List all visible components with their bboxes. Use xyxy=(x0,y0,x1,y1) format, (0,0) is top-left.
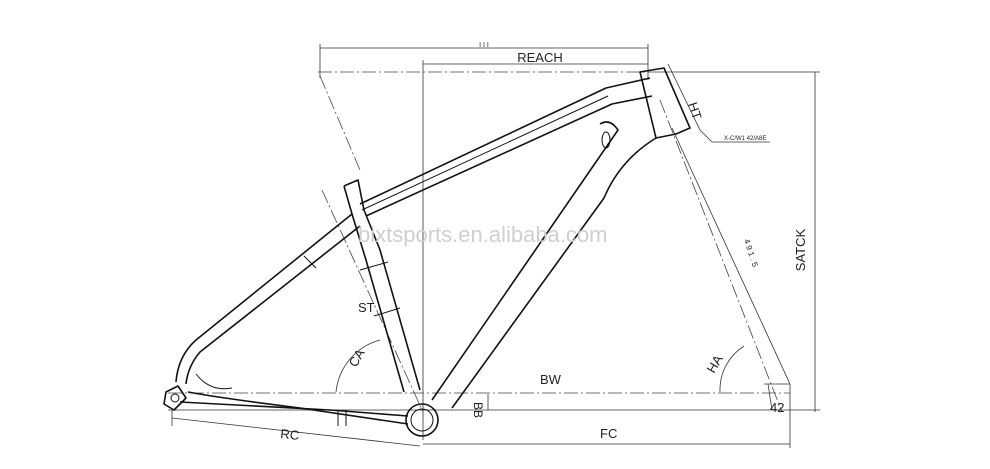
top-tube-upper xyxy=(359,77,651,205)
bottom-bracket-shell xyxy=(405,403,439,437)
ca-label: CA xyxy=(346,346,368,369)
seat-tube-front xyxy=(343,179,421,391)
seat-tube-rear xyxy=(343,185,405,393)
steering-axis xyxy=(659,99,783,413)
ha-angle-arc xyxy=(719,345,745,393)
stack-label: SATCK xyxy=(793,228,808,271)
bb-label: BB xyxy=(471,402,485,418)
ht-label: HT xyxy=(685,100,705,121)
bottom-bracket-inner xyxy=(410,408,434,432)
fork-length-line xyxy=(671,127,791,385)
seat-tube-axis xyxy=(321,189,424,413)
bw-label: BW xyxy=(540,372,562,387)
seat-stay-upper xyxy=(175,213,353,383)
seat-stay-lower xyxy=(185,225,361,385)
top-dimension-label: I I I xyxy=(479,42,489,49)
seat-tube-band-2 xyxy=(373,307,401,317)
ha-label: HA xyxy=(704,352,726,375)
rc-dimension-line xyxy=(171,417,421,447)
ca-angle-arc xyxy=(335,339,381,393)
headset-note-label: X-C/W1 42/A8E xyxy=(724,136,766,142)
headset-leader xyxy=(699,129,713,143)
ht-dimension-line xyxy=(667,63,701,131)
down-tube-lower xyxy=(451,137,657,409)
fork-end-drop xyxy=(767,383,773,411)
top-tube-accent xyxy=(361,95,609,211)
fc-label: FC xyxy=(600,426,617,441)
head-tube xyxy=(639,67,691,139)
cable-port xyxy=(601,131,611,149)
chain-stay-upper xyxy=(179,401,409,417)
rear-dropout xyxy=(163,385,187,411)
chain-stay-lower xyxy=(187,391,409,425)
st-label: ST xyxy=(358,300,375,315)
rc-label: RC xyxy=(280,426,300,443)
down-tube-upper xyxy=(431,121,619,401)
top-tube-lower xyxy=(365,95,653,217)
brake-mount xyxy=(195,373,233,390)
seat-tube-band-1 xyxy=(359,261,389,271)
fork-axle-label: 4 9 1 . 5 xyxy=(742,238,760,269)
watermark-text: bixtsports.en.alibaba.com xyxy=(358,222,607,247)
seat-axis-extension xyxy=(319,75,361,171)
rear-axle xyxy=(170,393,180,403)
seat-stay-bridge xyxy=(303,255,317,269)
reach-label: REACH xyxy=(517,50,563,65)
fork-length-label: 42 xyxy=(770,400,784,415)
